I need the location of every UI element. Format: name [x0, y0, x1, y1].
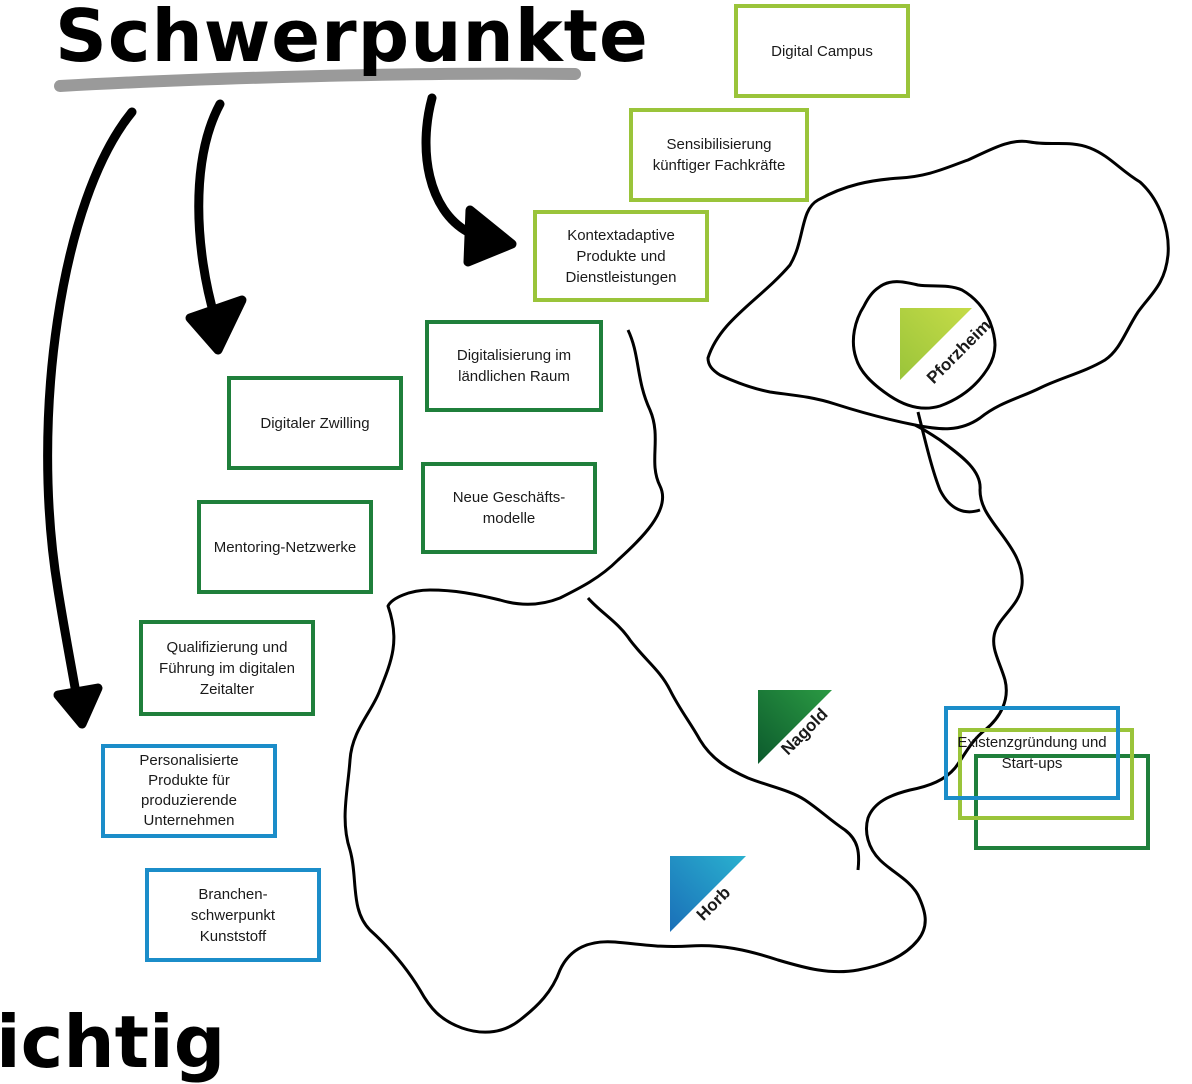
- page-title: Schwerpunkte: [55, 0, 649, 78]
- box-existenz-middle-lime: [958, 728, 1134, 820]
- arrow-middle: [194, 99, 225, 323]
- pforzheim-district-outline: [706, 139, 1170, 431]
- horb-triangle: [670, 856, 746, 932]
- nagold-triangle: [758, 690, 832, 764]
- map-svg: [43, 67, 1170, 1034]
- box-qualifizierung: Qualifizierung und Führung im digitalen …: [139, 620, 315, 716]
- box-personalisierte: Personalisierte Produkte für produzieren…: [101, 744, 277, 838]
- horb-nagold-border: [586, 597, 861, 871]
- inner-divider: [916, 411, 981, 514]
- bottom-heading-fragment: ichtig: [0, 1000, 226, 1084]
- title-underline: [54, 67, 581, 92]
- arrow-middle-head: [185, 295, 247, 355]
- box-existenz-back-green: [974, 754, 1150, 850]
- box-existenzgruendung: Existenzgründung und Start-ups: [944, 706, 1120, 800]
- arrow-right-head: [463, 205, 517, 267]
- box-kunststoff: Branchen-schwerpunkt Kunststoff: [145, 868, 321, 962]
- arrow-right: [421, 93, 473, 237]
- arrow-left: [43, 107, 137, 710]
- box-geschaeftsmodelle: Neue Geschäfts-modelle: [421, 462, 597, 554]
- box-mentoring: Mentoring-Netzwerke: [197, 500, 373, 594]
- box-digitalisierung: Digitalisierung im ländlichen Raum: [425, 320, 603, 412]
- box-digitaler-zwilling: Digitaler Zwilling: [227, 376, 403, 470]
- box-digital-campus: Digital Campus: [734, 4, 910, 98]
- box-kontextadaptive: Kontextadaptive Produkte und Dienstleist…: [533, 210, 709, 302]
- pforzheim-city-outline: [851, 280, 997, 410]
- main-district-outline: [343, 329, 1024, 1034]
- box-sensibilisierung: Sensibilisierung künftiger Fachkräfte: [629, 108, 809, 202]
- arrow-left-head: [53, 683, 103, 729]
- pforzheim-triangle: [900, 308, 972, 380]
